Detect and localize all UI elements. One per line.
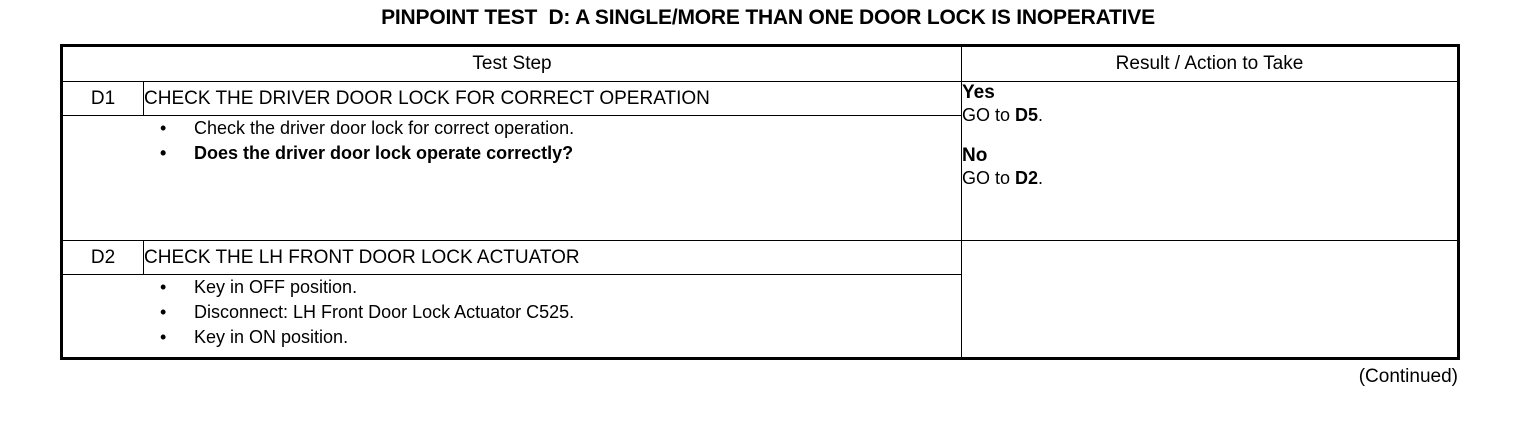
- step-title-d1: CHECK THE DRIVER DOOR LOCK FOR CORRECT O…: [143, 81, 962, 116]
- result-answer-yes: Yes: [962, 82, 995, 103]
- step-id-d2: D2: [61, 240, 144, 275]
- result-block-no: No GO to D2.: [962, 145, 1457, 190]
- list-item: • Does the driver door lock operate corr…: [63, 141, 961, 166]
- step-title-d2: CHECK THE LH FRONT DOOR LOCK ACTUATOR: [143, 240, 962, 275]
- result-block-yes: Yes GO to D5.: [962, 82, 1457, 127]
- column-header-test-step: Test Step: [61, 45, 962, 82]
- bullet-text: Check the driver door lock for correct o…: [194, 118, 575, 138]
- column-header-result-action: Result / Action to Take: [961, 45, 1459, 82]
- result-action-suffix-yes: .: [1038, 105, 1044, 125]
- list-item: • Key in OFF position.: [63, 275, 961, 300]
- list-item: • Check the driver door lock for correct…: [63, 116, 961, 141]
- result-action-target-d2[interactable]: D2: [1015, 168, 1039, 188]
- step-body-row-d1: • Check the driver door lock for correct…: [61, 115, 1459, 241]
- list-item: • Key in ON position.: [63, 325, 961, 350]
- bullet-list-d1: • Check the driver door lock for correct…: [63, 116, 961, 166]
- result-cell-d2: [961, 240, 1459, 359]
- bullet-icon: •: [160, 302, 167, 322]
- result-action-prefix-no: GO to: [962, 168, 1016, 188]
- pinpoint-test-table: Test Step Result / Action to Take D1 CHE…: [60, 44, 1460, 360]
- continued-note: (Continued): [1358, 366, 1458, 387]
- result-answer-no: No: [962, 145, 988, 166]
- bullet-icon: •: [160, 327, 167, 347]
- bullet-text: Key in ON position.: [194, 327, 349, 347]
- result-action-yes: GO to D5.: [962, 104, 1457, 127]
- bullet-text: Key in OFF position.: [194, 277, 358, 297]
- result-action-suffix-no: .: [1038, 168, 1044, 188]
- result-action-no: GO to D2.: [962, 167, 1457, 190]
- result-cell-d1: Yes GO to D5. No GO to D2.: [961, 81, 1459, 241]
- bullet-icon: •: [160, 143, 167, 163]
- step-body-row-d2: • Key in OFF position. • Disconnect: LH …: [61, 274, 1459, 359]
- step-id-d1: D1: [61, 81, 144, 116]
- step-instructions-d2: • Key in OFF position. • Disconnect: LH …: [61, 274, 962, 359]
- step-header-row-d1: D1 CHECK THE DRIVER DOOR LOCK FOR CORREC…: [61, 81, 1459, 241]
- result-action-prefix-yes: GO to: [962, 105, 1016, 125]
- list-item: • Disconnect: LH Front Door Lock Actuato…: [63, 300, 961, 325]
- bullet-icon: •: [160, 118, 167, 138]
- bullet-icon: •: [160, 277, 167, 297]
- step-header-row-d2: D2 CHECK THE LH FRONT DOOR LOCK ACTUATOR: [61, 240, 1459, 359]
- bullet-text: Disconnect: LH Front Door Lock Actuator …: [194, 302, 575, 322]
- page-title: PINPOINT TEST D: A SINGLE/MORE THAN ONE …: [381, 6, 1155, 29]
- table-header-row: Test Step Result / Action to Take: [61, 45, 1459, 82]
- bullet-text: Does the driver door lock operate correc…: [194, 143, 574, 163]
- result-action-target-d5[interactable]: D5: [1015, 105, 1039, 125]
- bullet-list-d2: • Key in OFF position. • Disconnect: LH …: [63, 275, 961, 350]
- step-instructions-d1: • Check the driver door lock for correct…: [61, 115, 962, 241]
